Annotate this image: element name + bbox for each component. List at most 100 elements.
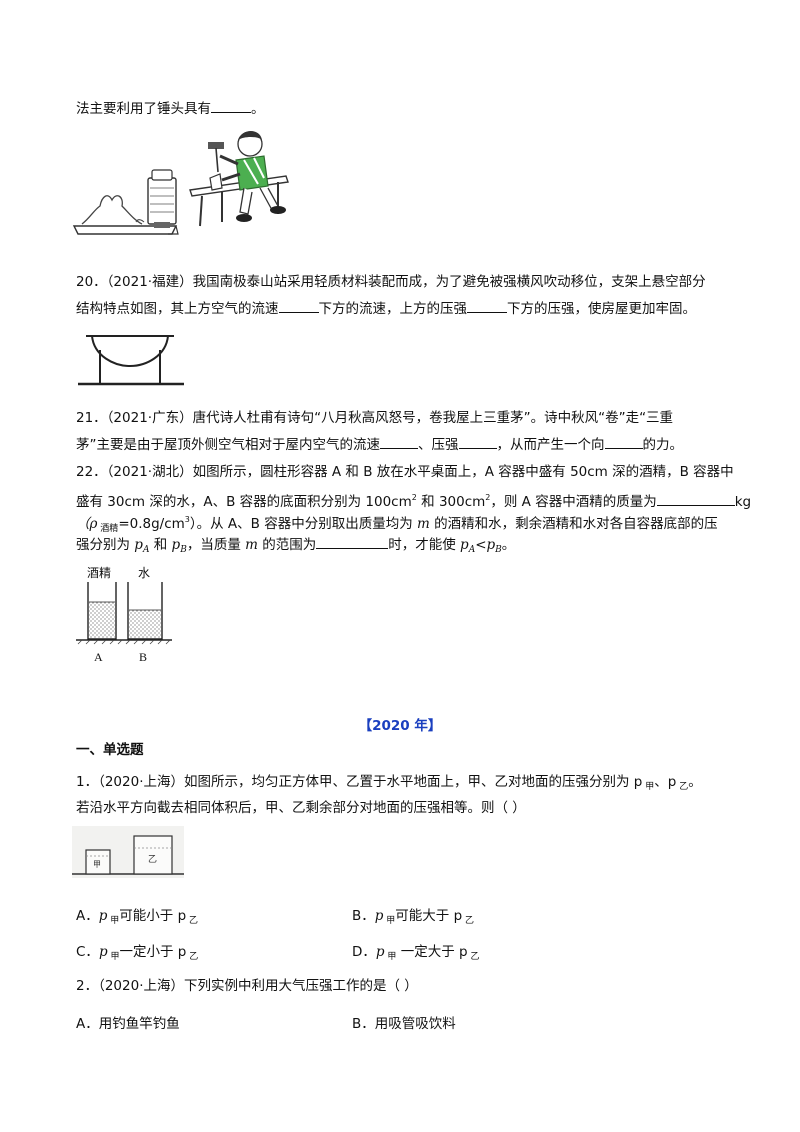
- q1-option-d[interactable]: D．p 甲 一定大于 p 乙: [352, 942, 479, 967]
- q22-text-2a: 盛有 30cm 深的水，A、B 容器的底面积分别为 100cm: [76, 494, 412, 510]
- option-text: 可能小于 p: [119, 908, 187, 924]
- q22-text-2c: ，则 A 容器中酒精的质量为: [490, 494, 657, 510]
- q20-text-2a: 结构特点如图，其上方空气的流速: [76, 301, 279, 317]
- option-sub: 乙: [467, 952, 480, 962]
- option-text: 用钓鱼竿钓鱼: [98, 1016, 180, 1032]
- q2-option-a[interactable]: A．用钓鱼竿钓鱼: [76, 1014, 180, 1034]
- q1-option-a[interactable]: A．p 甲可能小于 p 乙: [76, 906, 198, 931]
- option-letter: D．: [352, 944, 376, 960]
- q22-line-2: 盛有 30cm 深的水，A、B 容器的底面积分别为 100cm2 和 300cm…: [76, 488, 751, 512]
- q22-source: （2021·湖北）: [106, 464, 193, 480]
- q1-sub-yi: 乙: [676, 782, 689, 792]
- option-sub: 甲: [383, 916, 396, 926]
- q20-number: 20．: [76, 274, 107, 290]
- q22-var-pA: p: [134, 537, 143, 553]
- q1-end: 。: [688, 774, 702, 790]
- q22-var-pB: p: [171, 537, 181, 553]
- answer-blank: [211, 98, 251, 113]
- q20-source: （2021·福建）: [106, 274, 193, 290]
- option-letter: B．: [352, 1016, 375, 1032]
- answer-blank: [656, 491, 735, 506]
- container-a: [87, 582, 117, 640]
- q22-sup-3: 3: [184, 515, 190, 524]
- option-text: 可能大于 p: [395, 908, 463, 924]
- container-b: [127, 582, 163, 640]
- q22-cond-lt: <: [475, 537, 487, 553]
- water-liquid: [129, 610, 161, 638]
- alcohol-liquid: [89, 602, 115, 638]
- option-sub: 乙: [186, 916, 199, 926]
- q20-line-2: 结构特点如图，其上方空气的流速 下方的流速，上方的压强 下方的压强，使房屋更加牢固。: [76, 298, 696, 319]
- option-sub: 乙: [186, 952, 199, 962]
- q22-text-4b: 和: [149, 537, 172, 553]
- q21-line-1: 21．（2021·广东）唐代诗人杜甫有诗句“八月秋高风怒号，卷我屋上三重茅”。诗…: [76, 408, 673, 428]
- option-var-p: p: [374, 908, 384, 924]
- q22-text-4c: ，当质量: [186, 537, 246, 553]
- q21-text-1: 唐代诗人杜甫有诗句“八月秋高风怒号，卷我屋上三重茅”。诗中秋风“卷”走“三重: [192, 410, 674, 426]
- q22-var-m-2: m: [245, 537, 258, 553]
- option-var-p: p: [98, 944, 108, 960]
- q22-number: 22．: [76, 464, 107, 480]
- answer-blank: [467, 298, 507, 313]
- q20-text-2c: 下方的压强，使房屋更加牢固。: [507, 301, 696, 317]
- label-water: 水: [138, 566, 150, 580]
- q1-text-2: 若沿水平方向截去相同体积后，甲、乙剩余部分对地面的压强相等。则（ ）: [76, 800, 526, 816]
- q20-line-1: 20．（2021·福建）我国南极泰山站采用轻质材料装配而成，为了避免被强横风吹动…: [76, 272, 706, 292]
- q1-line-2: 若沿水平方向截去相同体积后，甲、乙剩余部分对地面的压强相等。则（ ）: [76, 798, 526, 818]
- option-text: 一定大于 p: [396, 944, 468, 960]
- q22-text-2d: kg: [734, 494, 752, 510]
- q20-text-2b: 下方的流速，上方的压强: [318, 301, 468, 317]
- q1-sub-jia: 甲: [642, 782, 655, 792]
- q22-text-4d: 的范围为: [257, 537, 317, 553]
- q22-cond-pB: p: [486, 537, 496, 553]
- q21-text-2b: 、压强: [418, 437, 459, 453]
- q22-text-end: 。: [501, 537, 516, 553]
- q22-var-pA-sub: A: [142, 545, 150, 555]
- q22-cond-pA: p: [460, 537, 469, 553]
- option-letter: B．: [352, 908, 375, 924]
- answer-blank: [278, 298, 319, 313]
- q1-option-c[interactable]: C．p 甲一定小于 p 乙: [76, 942, 198, 967]
- option-sub: 甲: [384, 952, 397, 962]
- label-jia: 甲: [93, 860, 101, 869]
- cube-jia: [85, 849, 111, 875]
- option-text: 用吸管吸饮料: [374, 1016, 456, 1032]
- label-yi: 乙: [148, 854, 157, 864]
- answer-blank: [458, 434, 497, 449]
- q22-sup-2: 2: [485, 493, 491, 502]
- q22-rho-sub: 酒精: [97, 524, 119, 534]
- hammer-illustration: [72, 131, 289, 235]
- answer-blank: [380, 434, 418, 449]
- q1-source: （2020·上海）: [98, 774, 184, 790]
- q2-line-1: 2．（2020·上海）下列实例中利用大气压强工作的是（ ）: [76, 976, 418, 996]
- q22-text-4e: 时，才能使: [388, 537, 461, 553]
- q21-line-2: 茅”主要是由于屋顶外侧空气相对于屋内空气的流速 、压强 ，从而产生一个向 的力。: [76, 434, 683, 455]
- q22-sup-1: 2: [411, 493, 417, 502]
- option-letter: C．: [76, 944, 99, 960]
- q21-source: （2021·广东）: [106, 410, 193, 426]
- q22-line-4: 强分别为 pA 和 pB，当质量 m 的范围为时，才能使 pA<pB。: [76, 534, 515, 560]
- q22-text-1: 如图所示，圆柱形容器 A 和 B 放在水平桌面上，A 容器中盛有 50cm 深的…: [192, 464, 734, 480]
- q1-option-b[interactable]: B．p 甲可能大于 p 乙: [352, 906, 474, 931]
- q21-text-2a: 茅”主要是由于屋顶外侧空气相对于屋内空气的流速: [76, 437, 380, 453]
- q22-line-1: 22．（2021·湖北）如图所示，圆柱形容器 A 和 B 放在水平桌面上，A 容…: [76, 462, 734, 482]
- option-sub: 甲: [107, 952, 120, 962]
- q22-text-4a: 强分别为: [76, 537, 135, 553]
- q21-text-2c: ，从而产生一个向: [496, 437, 605, 453]
- section-heading: 一、单选题: [76, 742, 144, 758]
- q22-text-3c: ）。从 A、B 容器中分别取出质量均为: [189, 516, 418, 532]
- q21-text-2d: 的力。: [642, 437, 684, 453]
- q2-option-b[interactable]: B．用吸管吸饮料: [352, 1014, 456, 1034]
- option-sub: 乙: [462, 916, 475, 926]
- q1-line-1: 1．（2020·上海）如图所示，均匀正方体甲、乙置于水平地面上，甲、乙对地面的压…: [76, 772, 702, 797]
- q2-text-1: 下列实例中利用大气压强工作的是（ ）: [184, 978, 418, 994]
- q20-text-1: 我国南极泰山站采用轻质材料装配而成，为了避免被强横风吹动移位，支架上悬空部分: [192, 274, 706, 290]
- q22-cond-pB-sub: B: [495, 545, 502, 555]
- answer-blank: [604, 434, 643, 449]
- label-a: A: [94, 650, 103, 664]
- label-b: B: [139, 650, 147, 664]
- q19-tail-line: 法主要利用了锤头具有。: [76, 98, 265, 119]
- option-text: 一定小于 p: [119, 944, 187, 960]
- q22-var-pB-sub: B: [180, 545, 187, 555]
- q2-source: （2020·上海）: [98, 978, 184, 994]
